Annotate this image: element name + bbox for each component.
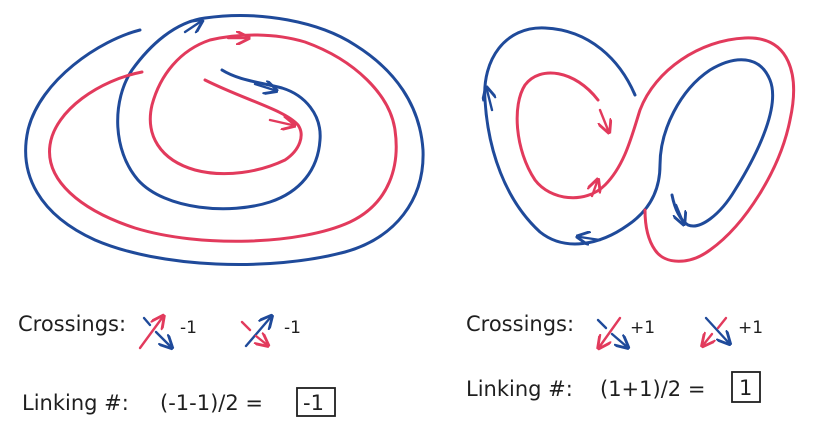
right-blue-strand — [483, 26, 775, 246]
left-crossing-glyph-2 — [240, 318, 270, 346]
right-red-strand — [515, 36, 796, 263]
left-linking-label: Linking #: — [22, 391, 129, 415]
right-red-arrow-low — [592, 182, 597, 198]
right-crossings-label: Crossings: — [466, 312, 574, 336]
left-result: -1 — [303, 391, 324, 415]
left-blue-arrow-top — [183, 22, 200, 32]
left-result-box — [296, 387, 336, 417]
right-blue-arrow-bottom — [580, 237, 602, 240]
left-crossing-sign-1: -1 — [180, 318, 197, 338]
right-link — [483, 26, 796, 263]
right-crossing-glyph-2 — [704, 316, 728, 344]
right-blue-arrow-right — [676, 203, 683, 222]
right-blue-arrow-left — [487, 90, 492, 112]
left-crossing-glyph-1 — [138, 318, 170, 348]
left-red-strand — [48, 33, 398, 243]
right-formula: (1+1)/2 = — [600, 377, 705, 401]
left-blue-strand — [24, 14, 425, 266]
left-crossing-sign-2: -1 — [284, 318, 301, 338]
right-result: 1 — [739, 376, 752, 400]
right-captions: Crossings: +1 +1 Linking #: (1+1)/2 = 1 — [466, 312, 763, 403]
left-crossings-label: Crossings: — [18, 312, 126, 336]
left-formula: (-1-1)/2 = — [160, 391, 263, 415]
right-red-arrow-inner — [600, 108, 608, 130]
right-crossing-sign-1: +1 — [630, 318, 655, 338]
left-link — [24, 14, 425, 266]
right-crossing-sign-2: +1 — [738, 318, 763, 338]
right-crossing-glyph-1 — [598, 316, 626, 346]
left-red-arrow-inner — [268, 120, 292, 125]
left-blue-arrow-inner — [253, 84, 274, 90]
left-captions: Crossings: -1 -1 Linking #: (-1-1)/2 = -… — [18, 312, 336, 417]
right-linking-label: Linking #: — [466, 377, 573, 401]
right-result-box — [731, 371, 761, 403]
